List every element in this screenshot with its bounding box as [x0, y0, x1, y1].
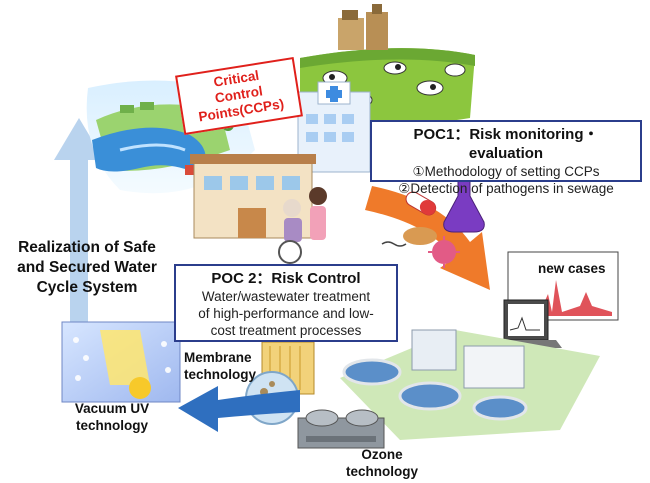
goal-line-3: Cycle System	[36, 279, 138, 296]
ozone-line-2: technology	[345, 464, 418, 479]
pathogen-illustration	[381, 179, 485, 268]
cycle-arrow-left	[178, 386, 300, 432]
cycle-arrow-down	[365, 186, 490, 290]
membrane-line-1: Membrane	[184, 350, 252, 365]
vacuum-uv-label: Vacuum UV technology	[54, 400, 170, 434]
poc1-box: POC1：Risk monitoring・evaluation ①Methodo…	[370, 120, 642, 196]
vacuum-uv-illustration	[61, 321, 181, 403]
poc2-line-3: cost treatment processes	[210, 323, 362, 338]
ozone-line-1: Ozone	[361, 447, 403, 462]
poc1-title: POC1：Risk monitoring・evaluation	[413, 126, 599, 162]
laptop-illustration	[490, 299, 562, 348]
vacuum-uv-line-2: technology	[75, 418, 148, 433]
treatment-plant-illustration	[340, 329, 600, 440]
poc2-line-2: of high-performance and low-	[198, 306, 374, 321]
cycle-arrow-up	[54, 118, 104, 322]
poc1-item-1: ①Methodology of setting CCPs	[412, 164, 600, 179]
poc2-line-1: Water/wastewater treatment	[201, 289, 371, 304]
membrane-line-2: technology	[184, 367, 257, 382]
ozone-label: Ozone technology	[332, 446, 432, 480]
goal-line-2: and Secured Water	[17, 259, 157, 276]
vacuum-uv-line-1: Vacuum UV	[74, 401, 150, 416]
wheelchair-illustration	[278, 187, 327, 264]
membrane-label: Membrane technology	[184, 349, 264, 383]
goal-text: Realization of Safe and Secured Water Cy…	[4, 238, 170, 298]
goal-line-1: Realization of Safe	[18, 239, 156, 256]
ozone-machine-illustration	[297, 409, 385, 449]
poc1-item-2: ②Detection of pathogens in sewage	[398, 181, 614, 196]
poc2-title: POC 2：Risk Control	[211, 270, 361, 287]
poc2-box: POC 2：Risk Control Water/wastewater trea…	[174, 264, 398, 342]
hospital-illustration	[297, 81, 371, 173]
new-cases-label: new cases	[538, 261, 606, 276]
